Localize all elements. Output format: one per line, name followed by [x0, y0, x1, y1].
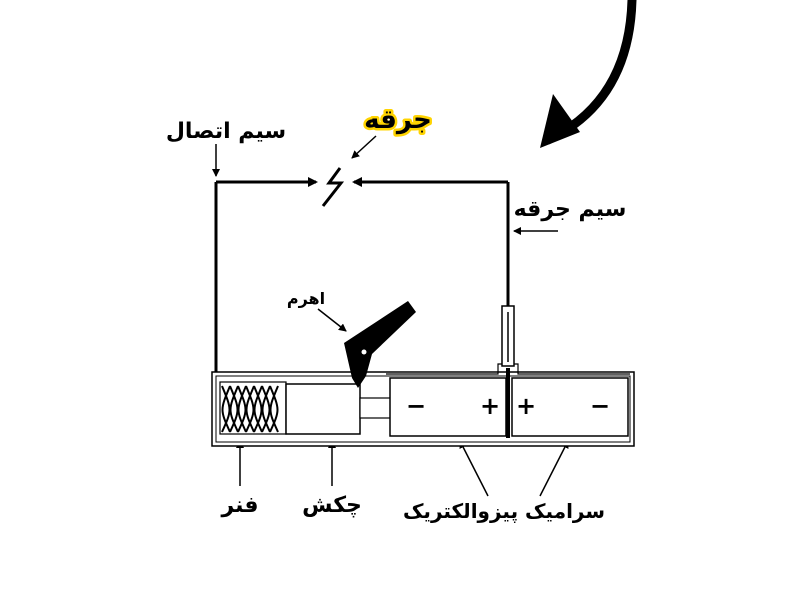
- electrode-connector: [501, 305, 515, 367]
- right-negative-sign: −: [590, 392, 610, 420]
- circuit-wires: [214, 177, 510, 373]
- spark-wire-label: سیم جرقه: [514, 197, 627, 222]
- lightning-spark-icon: [321, 167, 345, 207]
- lever-label: اهرم: [287, 289, 325, 308]
- piezo-ceramic-label: سرامیک پیزوالکتریک: [403, 499, 605, 524]
- right-positive-sign: +: [516, 392, 536, 420]
- labels: سیم اتصال جرقه سیم جرقه اهرم فنر چکش سرا…: [166, 103, 627, 525]
- left-negative-sign: −: [406, 392, 426, 420]
- spring-label: فنر: [220, 493, 258, 518]
- lever: [344, 301, 416, 388]
- connection-wire-label: سیم اتصال: [166, 119, 286, 144]
- left-positive-sign: +: [480, 392, 500, 420]
- label-pointers: [212, 135, 569, 497]
- hammer: [285, 383, 393, 435]
- spring: [219, 381, 287, 435]
- hammer-label: چکش: [302, 493, 362, 518]
- curved-arrow-icon: [540, 0, 637, 148]
- spark-label: جرقه: [364, 105, 432, 135]
- polarity-signs: − + + −: [406, 392, 610, 420]
- piezo-ceramic: [386, 363, 630, 438]
